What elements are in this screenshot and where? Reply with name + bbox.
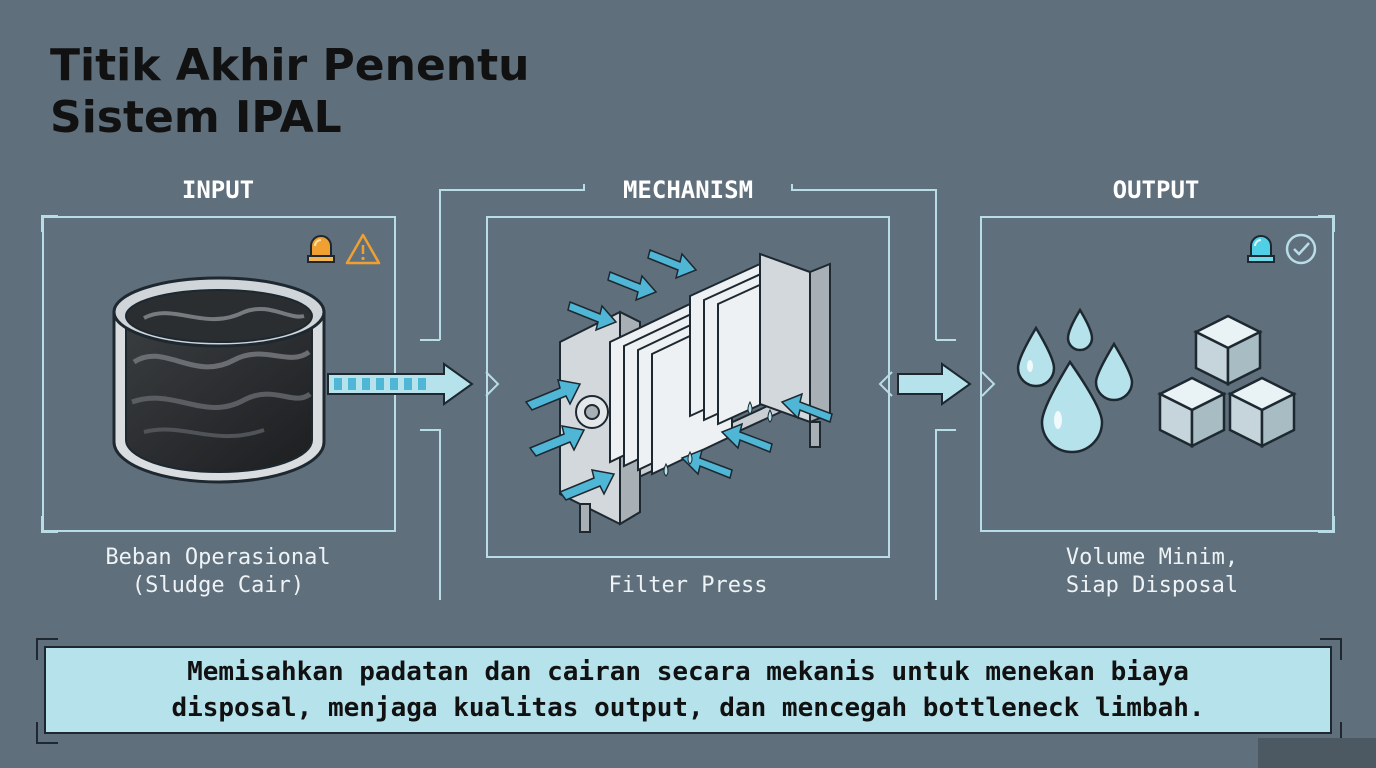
mechanism-caption: Filter Press: [538, 572, 838, 600]
output-heading: OUTPUT: [1112, 176, 1200, 204]
banner-corner-tr: [1320, 638, 1342, 660]
input-caption-line-2: (Sludge Cair): [131, 573, 305, 598]
output-caption: Volume Minim, Siap Disposal: [1002, 544, 1302, 600]
summary-banner: Memisahkan padatan dan cairan secara mek…: [44, 646, 1332, 734]
input-caption-line-1: Beban Operasional: [105, 545, 331, 570]
title-line-2: Sistem IPAL: [50, 92, 342, 143]
banner-line-1: Memisahkan padatan dan cairan secara mek…: [187, 657, 1189, 687]
warning-triangle-icon: [345, 233, 381, 265]
output-caption-line-1: Volume Minim,: [1065, 545, 1239, 570]
page-title: Titik Akhir Penentu Sistem IPAL: [50, 40, 529, 144]
banner-line-2: disposal, menjaga kualitas output, dan m…: [171, 693, 1205, 723]
flow-arrow-output: [897, 362, 972, 406]
alarm-light-orange-icon: [307, 235, 335, 263]
alarm-light-cyan-icon: [1247, 235, 1275, 263]
check-circle-icon: [1285, 233, 1317, 265]
corner-watermark: [1258, 738, 1376, 768]
solid-cubes-illustration: [1157, 314, 1297, 449]
title-line-1: Titik Akhir Penentu: [50, 40, 530, 91]
flow-arrow-input: [327, 362, 474, 406]
mechanism-heading: MECHANISM: [622, 176, 754, 204]
filter-press-illustration: [524, 248, 833, 533]
banner-corner-tl: [36, 638, 58, 660]
mechanism-panel: [486, 216, 890, 558]
mechanism-caption-line-1: Filter Press: [608, 573, 768, 598]
output-caption-line-2: Siap Disposal: [1065, 573, 1239, 598]
input-heading: INPUT: [181, 176, 255, 204]
banner-corner-bl: [36, 722, 58, 744]
sludge-tank-illustration: [112, 276, 326, 484]
output-panel: [980, 216, 1334, 532]
water-droplets-illustration: [1016, 307, 1134, 454]
input-caption: Beban Operasional (Sludge Cair): [68, 544, 368, 600]
